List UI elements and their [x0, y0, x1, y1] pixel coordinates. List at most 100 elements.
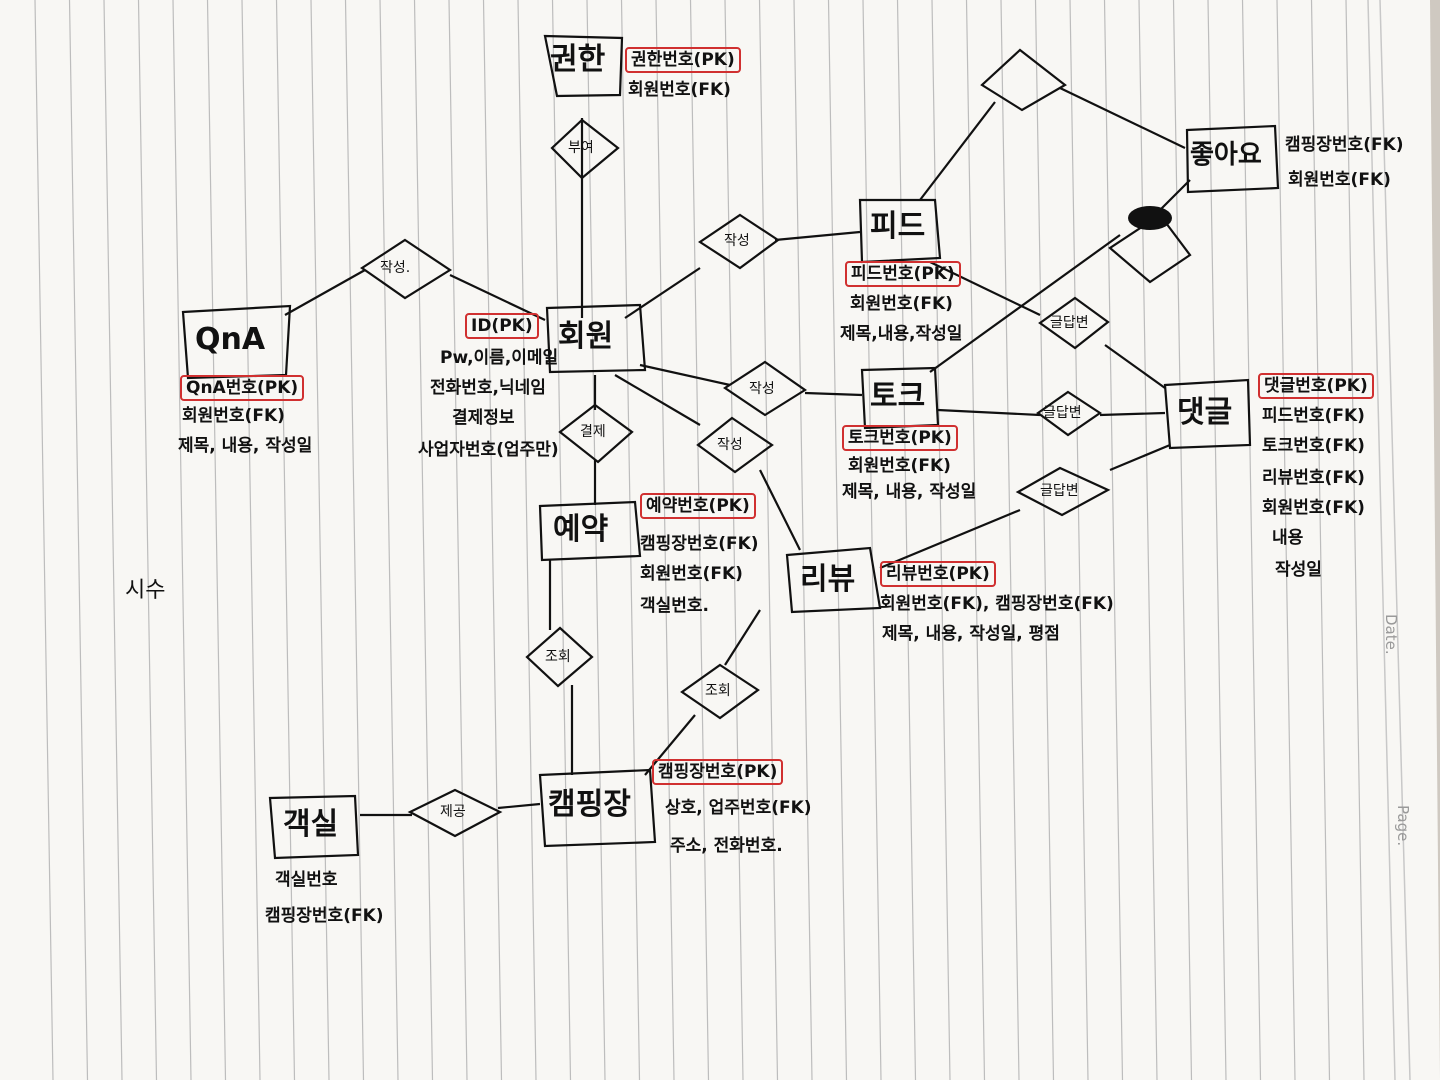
attr-member-0: ID(PK) [465, 313, 539, 339]
side-note: 시수 [125, 578, 166, 603]
attr-member-3: 결제정보 [452, 408, 515, 428]
rule-line [1241, 0, 1262, 1080]
attr-campsite-1: 상호, 업주번호(FK) [665, 798, 812, 818]
line-member-writereview [614, 374, 701, 426]
attr-comment-0: 댓글번호(PK) [1258, 373, 1374, 399]
rule-line [1034, 0, 1055, 1080]
scribble-mark [1128, 206, 1172, 230]
attr-talk-1: 회원번호(FK) [848, 456, 951, 476]
attr-comment-1: 피드번호(FK) [1262, 406, 1365, 426]
attr-member-1: Pw,이름,이메일 [440, 348, 559, 368]
rule-line [1000, 0, 1020, 1080]
rule-line [758, 0, 779, 1080]
line-writetalk-talk [804, 391, 863, 397]
rule-line [1207, 0, 1227, 1080]
attr-campsite-0: 캠핑장번호(PK) [652, 759, 784, 785]
entity-feed-name: 피드 [870, 209, 926, 244]
rule-line [1172, 0, 1193, 1080]
attr-talk-2: 제목, 내용, 작성일 [842, 482, 977, 502]
line-provide-campsite [497, 802, 541, 810]
rel-comment-feed-label: 글답변 [1050, 315, 1089, 331]
attr-reservation-2: 회원번호(FK) [640, 564, 743, 584]
pk-highlight: 댓글번호(PK) [1258, 373, 1374, 399]
rule-line [1310, 0, 1331, 1080]
rule-line [1138, 0, 1158, 1080]
diamond-grant [550, 118, 620, 180]
rule-line [137, 0, 158, 1080]
rule-line [965, 0, 986, 1080]
rel-view-reservation-label: 조회 [545, 649, 571, 665]
diamond-like-feed [980, 48, 1067, 112]
rule-line [448, 0, 468, 1080]
line-qna-write [284, 269, 366, 316]
line-review-view [724, 609, 761, 666]
diamond-comment-review [1015, 466, 1111, 517]
diamond-write-qna [360, 238, 453, 300]
rule-line [172, 0, 192, 1080]
attr-reservation-0: 예약번호(PK) [640, 493, 756, 519]
attr-feed-1: 회원번호(FK) [850, 294, 953, 314]
line-review-commentreview [879, 508, 1021, 570]
line-write-member [449, 274, 546, 321]
entity-member-name: 회원 [558, 319, 614, 354]
attr-comment-6: 작성일 [1275, 560, 1322, 580]
diamond-write-talk [723, 360, 807, 417]
line-feed-likediamond [919, 101, 996, 201]
diamond-provide [407, 788, 503, 838]
rel-view-review-label: 조회 [705, 683, 731, 699]
rule-line [551, 0, 572, 1080]
diamond-view-review [680, 663, 760, 720]
rule-line [517, 0, 537, 1080]
rule-line [241, 0, 261, 1080]
pk-highlight: 캠핑장번호(PK) [652, 759, 784, 785]
pk-highlight: 권한번호(PK) [625, 47, 741, 73]
rule-line [310, 0, 330, 1080]
entity-box-room [268, 794, 360, 860]
entity-box-talk [860, 366, 940, 430]
rule-line [689, 0, 710, 1080]
rule-line [482, 0, 503, 1080]
pk-highlight: 리뷰번호(PK) [880, 561, 996, 587]
entity-review-name: 리뷰 [800, 562, 856, 597]
attr-comment-5: 내용 [1272, 528, 1304, 548]
diamond-like-talk [1108, 213, 1192, 284]
attr-reservation-1: 캠핑장번호(FK) [640, 534, 759, 554]
rule-line [1345, 0, 1365, 1080]
entity-box-qna [181, 304, 292, 380]
page-label: Page. [1394, 805, 1412, 847]
attr-qna-1: 회원번호(FK) [182, 406, 285, 426]
diamond-write-feed [698, 213, 780, 270]
attr-permission-1: 회원번호(FK) [628, 80, 731, 100]
diamond-comment-talk [1036, 390, 1102, 437]
rule-line [896, 0, 917, 1080]
rule-line [206, 0, 227, 1080]
entity-box-comment [1163, 378, 1252, 450]
rel-grant-label: 부여 [568, 140, 594, 156]
entity-talk-name: 토크 [870, 379, 926, 414]
attr-like-1: 회원번호(FK) [1288, 170, 1391, 190]
diamond-comment-feed [1038, 296, 1110, 350]
diamond-view-reservation [525, 626, 594, 688]
rel-write-review-label: 작성 [717, 437, 743, 453]
rule-line [344, 0, 365, 1080]
attr-comment-2: 토크번호(FK) [1262, 436, 1365, 456]
diamond-pay [558, 403, 634, 464]
line-likediamond-like [1059, 87, 1186, 149]
rule-line [620, 0, 641, 1080]
line-likediamond2-like [1159, 179, 1191, 211]
attr-permission-0: 권한번호(PK) [625, 47, 741, 73]
rule-line [1103, 0, 1124, 1080]
attr-review-1: 회원번호(FK), 캠핑장번호(FK) [880, 594, 1114, 614]
entity-reservation-name: 예약 [553, 512, 609, 547]
rule-line [379, 0, 399, 1080]
attr-talk-0: 토크번호(PK) [842, 425, 958, 451]
attr-room-0: 객실번호 [275, 870, 338, 890]
entity-box-member [545, 303, 647, 374]
attr-review-0: 리뷰번호(PK) [880, 561, 996, 587]
rule-line [862, 0, 882, 1080]
pk-highlight: 예약번호(PK) [640, 493, 756, 519]
rule-line [275, 0, 296, 1080]
pk-highlight: 토크번호(PK) [842, 425, 958, 451]
rule-line [68, 0, 89, 1080]
